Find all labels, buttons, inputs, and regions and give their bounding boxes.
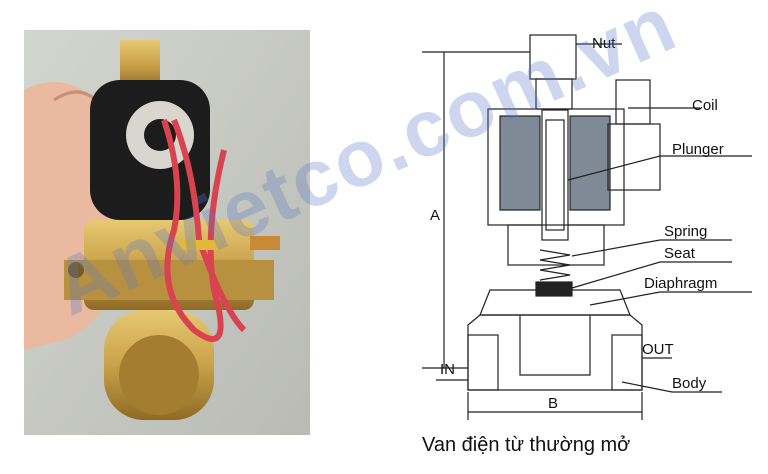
diagram-connector-base (607, 123, 661, 191)
red-wire-2 (171, 118, 247, 333)
diagram-nut (529, 34, 577, 80)
wire-terminal (250, 236, 280, 250)
wire-tie (180, 240, 220, 250)
flange-screw (68, 262, 84, 278)
label-diaphragm: Diaphragm (644, 275, 718, 292)
label-dim-b: B (548, 395, 559, 412)
label-body: Body (672, 375, 707, 392)
diagram-spring (539, 249, 571, 281)
label-plunger: Plunger (672, 141, 724, 158)
diagram-coil-right (569, 115, 611, 211)
valve-photo-drawing (24, 30, 310, 435)
label-dim-a: A (430, 207, 441, 224)
diagram-coil-left (499, 115, 541, 211)
diagram-connector (615, 79, 651, 125)
diagram-bonnet (507, 224, 605, 266)
diagram-seat (535, 281, 573, 297)
leader-diaphragm (589, 291, 752, 306)
diagram-plunger (545, 119, 565, 231)
leader-plunger (567, 155, 752, 181)
label-nut: Nut (592, 35, 616, 52)
caption: Van điện từ thường mở (422, 434, 631, 456)
leader-seat (571, 261, 732, 289)
diagram-inlet (467, 334, 499, 391)
diagram-flow-path (519, 315, 591, 376)
diagram-body (467, 314, 643, 391)
leader-spring (571, 239, 732, 257)
label-spring: Spring (664, 223, 708, 240)
cross-section-drawing (422, 34, 752, 420)
valve-photo (24, 30, 310, 435)
valve-cross-section (360, 20, 768, 435)
diagram-outlet (611, 334, 643, 391)
diagram-nut-stem (535, 78, 573, 110)
port-opening (119, 335, 199, 415)
leader-body (621, 381, 722, 393)
label-in: IN (440, 361, 455, 378)
label-coil: Coil (692, 97, 718, 114)
label-out: OUT (642, 341, 674, 358)
label-seat: Seat (664, 245, 695, 262)
